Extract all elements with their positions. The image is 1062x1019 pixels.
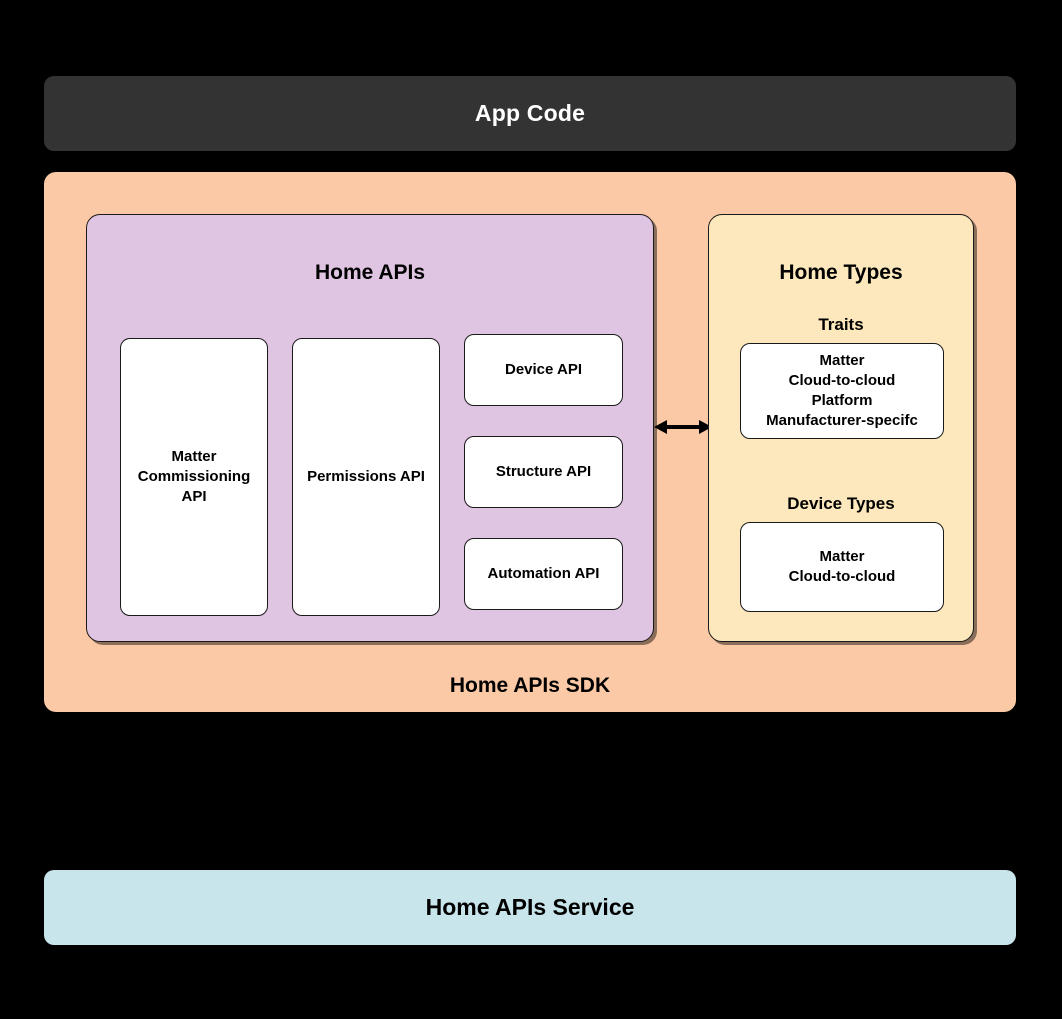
card-structure-api-label: Structure API [495, 462, 592, 480]
card-matter-commissioning-api: Matter Commissioning API [120, 338, 268, 616]
bidirectional-arrow-icon [654, 412, 712, 442]
home-types-panel: Home Types Traits Matter Cloud-to-cloud … [708, 214, 974, 642]
app-code-label: App Code [474, 100, 586, 126]
card-automation-api-label: Automation API [487, 564, 600, 582]
home-apis-panel: Home APIs Matter Commissioning API Permi… [86, 214, 654, 642]
card-permissions-api-label: Permissions API [307, 467, 425, 485]
card-permissions-api: Permissions API [292, 338, 440, 616]
device-types-heading: Device Types [787, 494, 895, 513]
card-device-types: Matter Cloud-to-cloud [740, 522, 944, 612]
app-code-banner: App Code [44, 76, 1016, 151]
card-matter-commissioning-api-label: Matter Commissioning API [137, 447, 251, 506]
home-apis-sdk-label: Home APIs SDK [449, 674, 611, 697]
card-structure-api: Structure API [464, 436, 623, 508]
home-apis-title: Home APIs [314, 261, 426, 284]
card-traits: Matter Cloud-to-cloud Platform Manufactu… [740, 343, 944, 439]
card-device-api: Device API [464, 334, 623, 406]
card-traits-label: Matter Cloud-to-cloud Platform Manufactu… [766, 351, 918, 430]
traits-heading: Traits [818, 315, 864, 334]
home-apis-sdk-container: Home APIs Matter Commissioning API Permi… [44, 172, 1016, 712]
card-automation-api: Automation API [464, 538, 623, 610]
card-device-api-label: Device API [505, 360, 582, 378]
card-device-types-label: Matter Cloud-to-cloud [788, 547, 896, 585]
home-types-title: Home Types [779, 261, 903, 284]
home-apis-service-banner: Home APIs Service [44, 870, 1016, 945]
home-apis-service-label: Home APIs Service [425, 894, 635, 920]
